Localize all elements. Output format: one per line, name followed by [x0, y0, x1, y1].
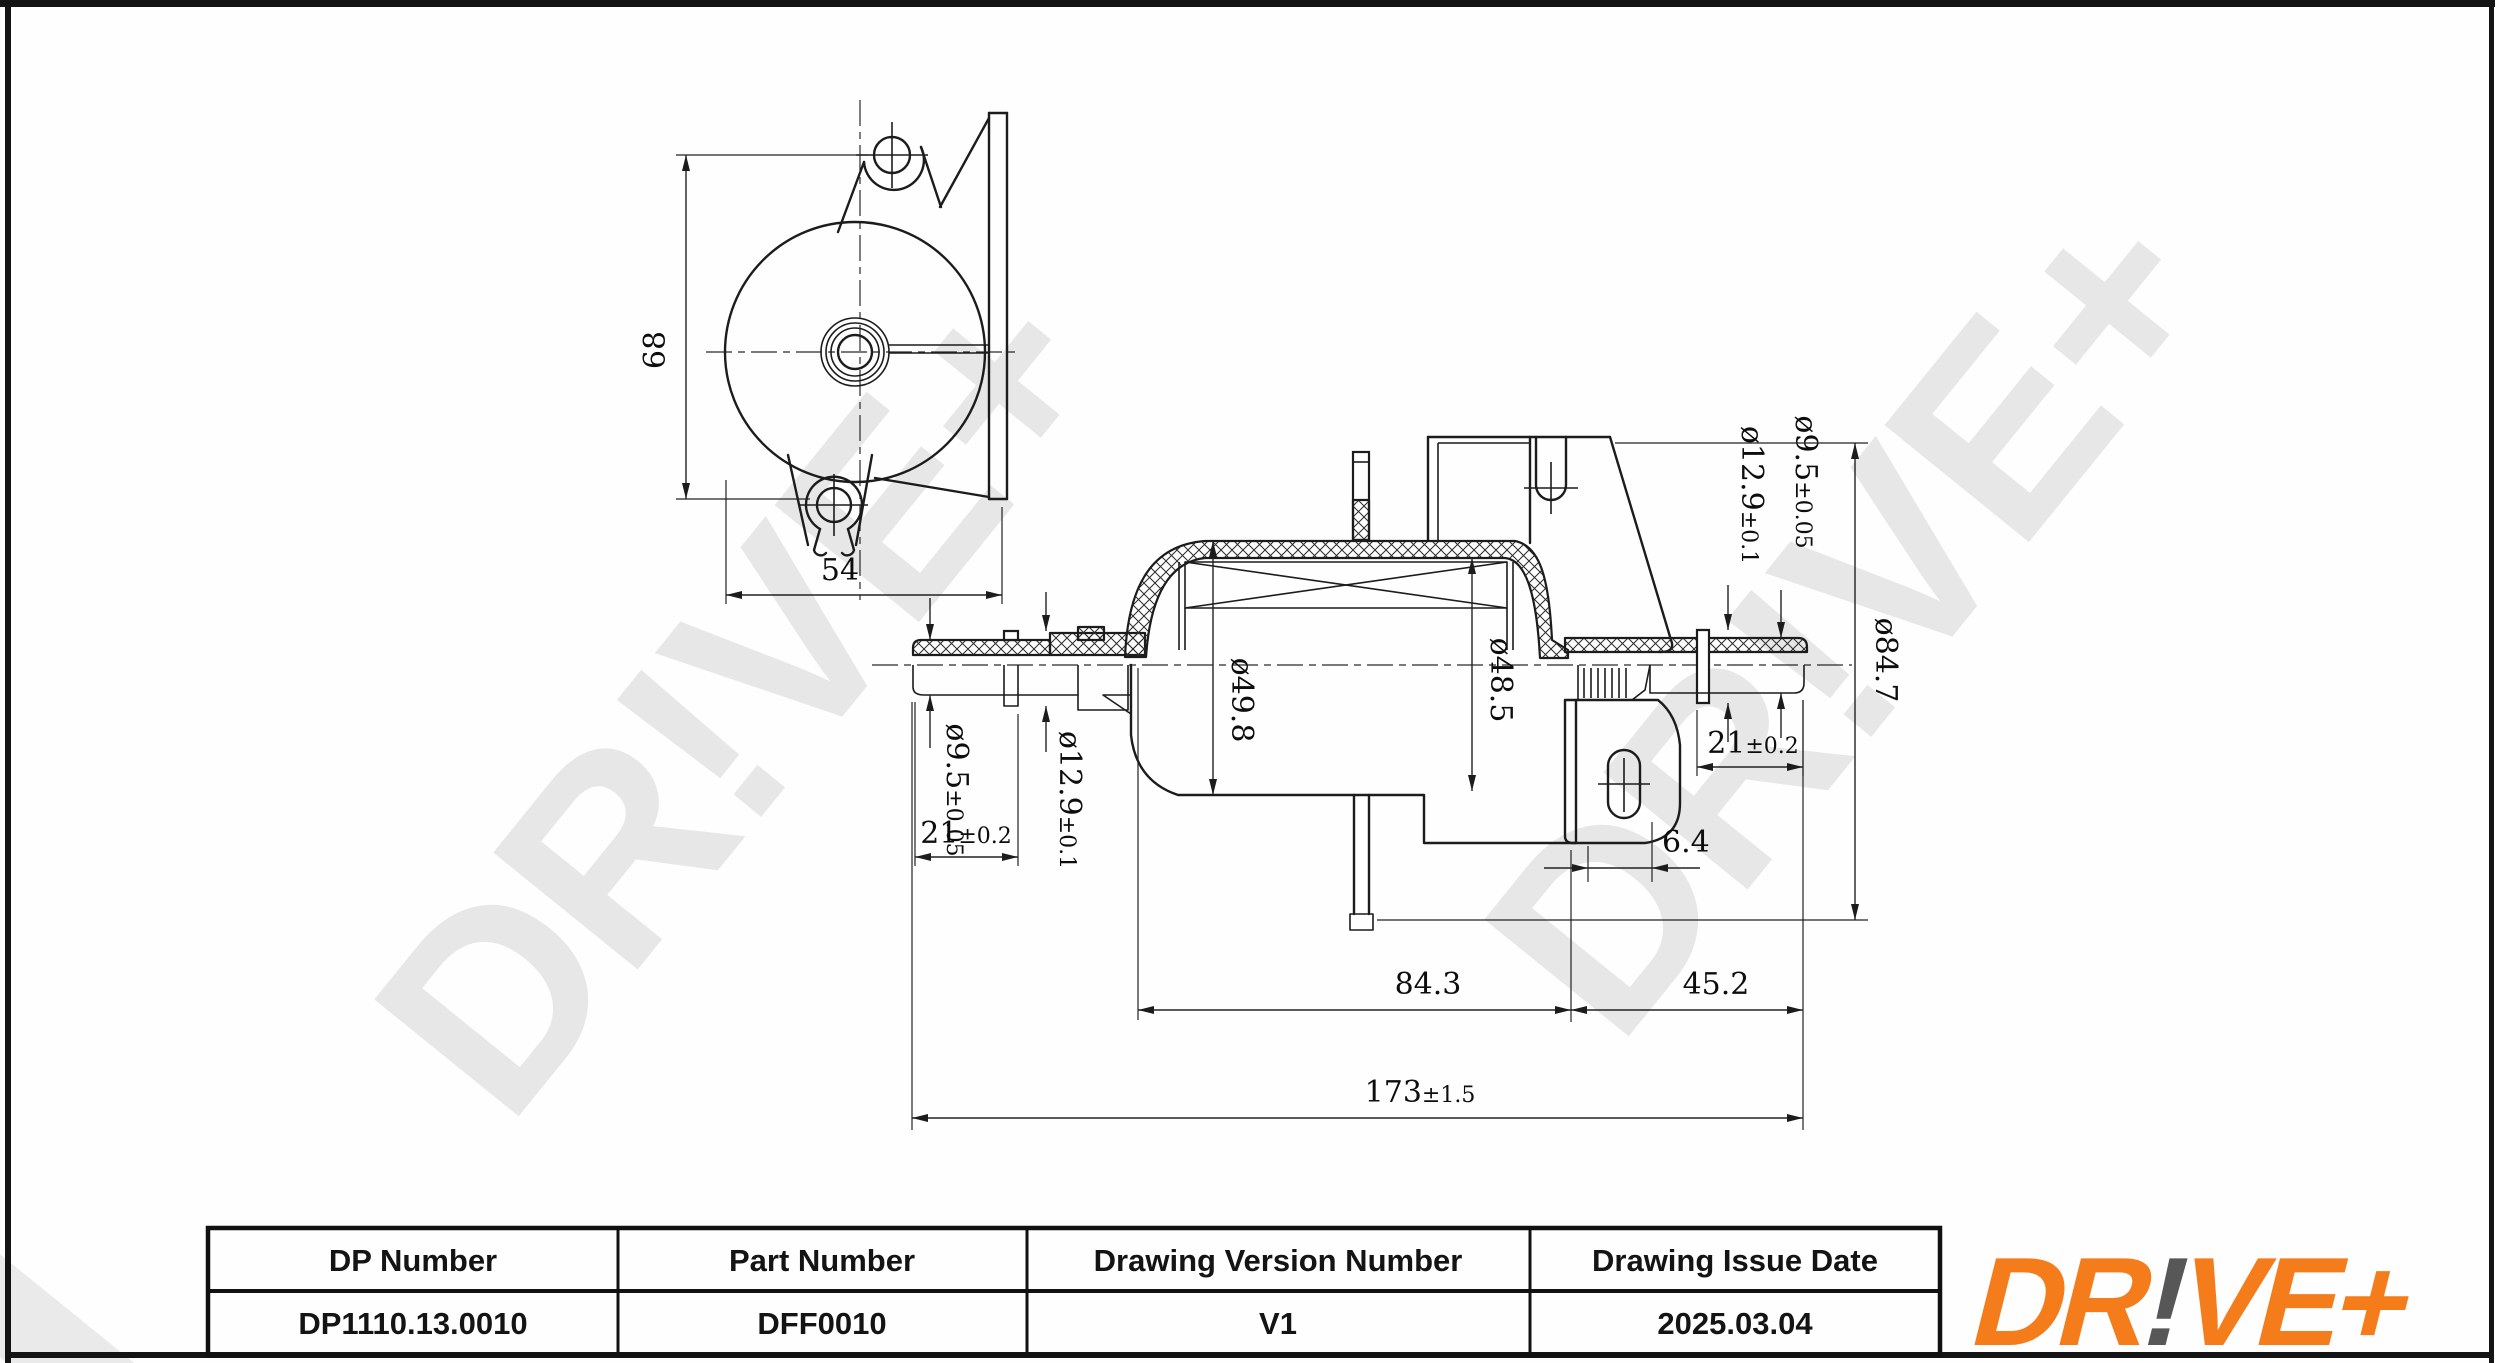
dim-outlet-len-group: 21±0.2 — [1696, 700, 1804, 776]
lower-tab — [1563, 698, 1682, 845]
dim-outlet-barb: ø12.9±0.1 — [1734, 426, 1769, 564]
logo-ve-plus: VE+ — [2165, 1232, 2425, 1363]
logo-dr: DR — [1959, 1232, 2168, 1363]
dim-overall-len: 173±1.5 — [1365, 1075, 1476, 1110]
title-block: DP Number Part Number Drawing Version Nu… — [205, 1225, 1943, 1358]
dim-inlet-od-group: ø9.5±0.05 — [926, 598, 974, 857]
watermark-corner-fragment — [0, 1251, 199, 1363]
bottom-clip — [786, 453, 874, 557]
dim-outlet-len: 21±0.2 — [1707, 726, 1799, 761]
table-header-dp-number: DP Number — [329, 1243, 497, 1278]
dim-inlet-len-group: 21±0.2 — [914, 702, 1019, 866]
dim-end-width: 54 — [821, 553, 859, 588]
table-header-issue-date: Drawing Issue Date — [1592, 1243, 1878, 1278]
frame-top — [0, 0, 2495, 7]
dim-body-od2: ø48.5 — [1483, 638, 1518, 723]
side-view: ø9.5±0.05 ø12.9±0.1 21±0.2 ø49.8 ø48.5 — [872, 415, 1903, 1130]
end-view: 68 54 — [638, 100, 1016, 604]
top-clip — [836, 122, 943, 234]
dim-inlet-barb-group: ø12.9±0.1 — [1042, 592, 1087, 869]
brand-logo: DR!VE+ — [1959, 1232, 2425, 1363]
table-header-part-number: Part Number — [729, 1243, 915, 1278]
frame-left — [5, 0, 11, 1363]
inlet-tube — [911, 625, 1147, 715]
watermark-left: DR!VE+ — [318, 230, 1157, 1167]
dim-end-height: 68 — [638, 331, 673, 369]
dim-body-od-group: ø49.8 — [1209, 541, 1259, 795]
table-header-drawing-version: Drawing Version Number — [1094, 1243, 1463, 1278]
dim-outlet-od: ø9.5±0.05 — [1788, 415, 1823, 548]
table-value-part-number: DFF0010 — [757, 1306, 886, 1341]
dim-inlet-barb: ø12.9±0.1 — [1052, 731, 1087, 869]
cap-shell — [1123, 450, 1570, 660]
dim-flange-od-group: ø84.7 — [1377, 442, 1903, 921]
table-value-drawing-version: V1 — [1259, 1306, 1297, 1341]
svg-text:DR!VE+: DR!VE+ — [1959, 1232, 2425, 1363]
table-value-dp-number: DP1110.13.0010 — [298, 1306, 527, 1341]
dim-flange-od: ø84.7 — [1868, 618, 1903, 703]
outlet-tube — [1563, 628, 1809, 705]
dim-inlet-od: ø9.5±0.05 — [939, 723, 974, 856]
dim-body-od2-group: ø48.5 — [1468, 558, 1518, 791]
dim-body-len: 84.3 — [1395, 967, 1462, 1002]
dim-outlet-od-group: ø9.5±0.05 — [1777, 415, 1823, 738]
dim-tab-offset: 6.4 — [1662, 825, 1710, 860]
watermark-layer: DR!VE+ DR!VE+ — [0, 150, 2268, 1363]
dim-tab-offset-group: 6.4 — [1544, 822, 1710, 882]
dim-inlet-len: 21±0.2 — [920, 816, 1012, 851]
dim-lengths-group: 84.3 45.2 173±1.5 — [911, 668, 1804, 1130]
frame-right — [2489, 0, 2494, 1363]
filter-element — [1178, 561, 1514, 650]
watermark-right: DR!VE+ — [1428, 150, 2267, 1087]
table-value-issue-date: 2025.03.04 — [1657, 1306, 1813, 1341]
dim-body-od: ø49.8 — [1224, 658, 1259, 743]
dim-outlet-section-len: 45.2 — [1683, 967, 1750, 1002]
dim-outlet-barb-group: ø12.9±0.1 — [1724, 426, 1769, 742]
